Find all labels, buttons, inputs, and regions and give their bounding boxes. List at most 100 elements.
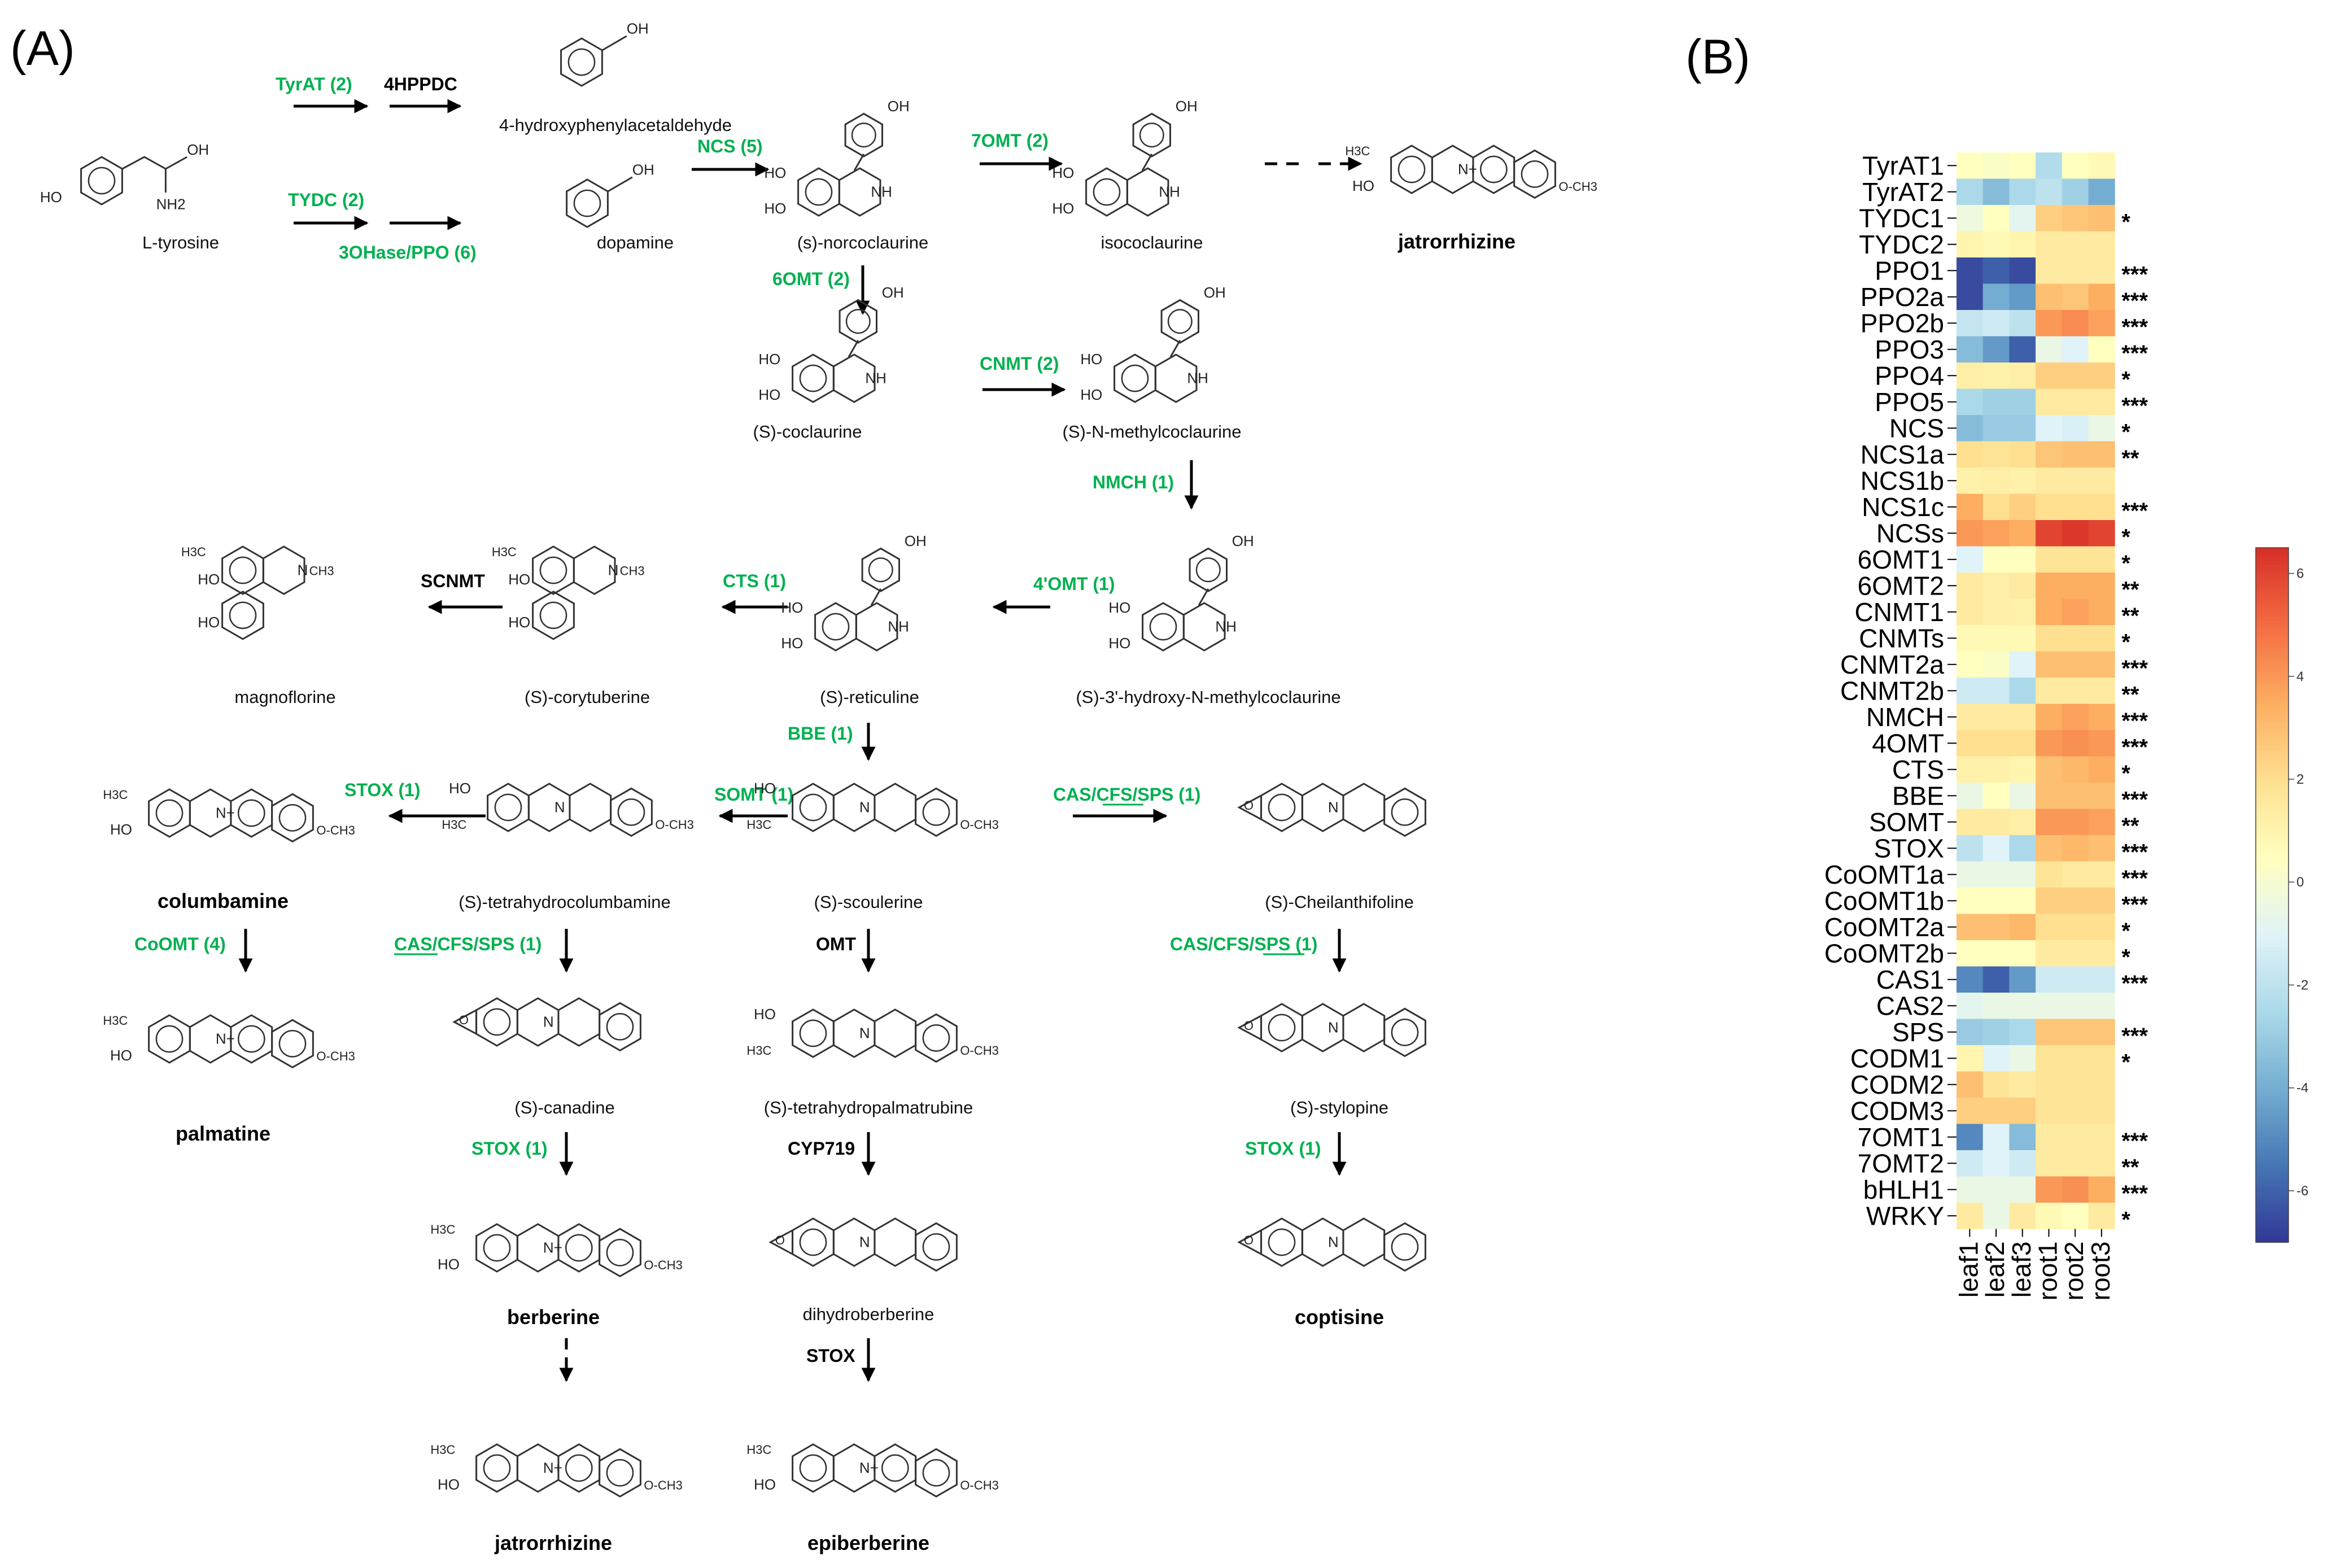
heatmap-cell-CNMT1-root3 — [2088, 599, 2115, 626]
heatmap-cell-TyrAT2-leaf1 — [1957, 178, 1984, 206]
colorbar-segment — [2256, 739, 2289, 743]
heatmap-cell-SOMT-root2 — [2062, 809, 2089, 836]
colorbar-segment — [2256, 586, 2289, 590]
heatmap-cell-BBE-leaf2 — [1982, 783, 2010, 809]
colorbar-segment — [2256, 794, 2289, 798]
heatmap-cell-NCS1c-root3 — [2088, 493, 2115, 521]
gene-label-CODM1: CODM1 — [1850, 1043, 1944, 1073]
colorbar-segment — [2256, 1159, 2289, 1163]
colorbar-segment — [2256, 1096, 2289, 1100]
gene-label-6OMT1: 6OMT1 — [1858, 545, 1944, 574]
epiberberine-n-atom: N+ — [859, 1459, 879, 1476]
compound-label-hnmc: (S)-3'-hydroxy-N-methylcoclaurine — [1076, 687, 1340, 707]
compound-label-cheil: (S)-Cheilanthifoline — [1265, 892, 1414, 912]
colorbar-segment — [2256, 1173, 2289, 1177]
colorbar-segment — [2256, 902, 2289, 906]
colorbar-segment — [2256, 836, 2289, 840]
colorbar-segment — [2256, 1058, 2289, 1063]
berberine-ho-atom: HO — [438, 1256, 460, 1273]
gene-label-STOX: STOX — [1874, 833, 1944, 863]
gene-label-CoOMT1a: CoOMT1a — [1824, 860, 1945, 889]
heatmap-cell-PPO5-root2 — [2062, 388, 2089, 416]
heatmap-cell-CAS2-root3 — [2088, 993, 2115, 1019]
gene-label-CNMT2a: CNMT2a — [1840, 650, 1944, 679]
colorbar-segment — [2256, 745, 2289, 750]
colorbar-segment — [2256, 1034, 2289, 1038]
heatmap-cell-NCS1a-leaf1 — [1957, 441, 1984, 468]
colorbar-segment — [2256, 1162, 2289, 1167]
colorbar-segment — [2256, 874, 2289, 879]
magnoflorine-ch3-atom: CH3 — [309, 564, 334, 578]
colorbar-segment — [2256, 1124, 2289, 1129]
significance-CoOMT2a: * — [2121, 919, 2130, 944]
significance-CoOMT1b: *** — [2121, 892, 2148, 917]
scoulerine-ho-atom: HO — [754, 780, 776, 797]
column-label-root3: root3 — [2086, 1242, 2115, 1301]
colorbar-segment — [2256, 770, 2289, 774]
colorbar-segment — [2256, 603, 2289, 608]
colorbar-segment — [2256, 801, 2289, 806]
heatmap-cell-CAS2-root1 — [2036, 993, 2063, 1019]
gene-label-NCS1c: NCS1c — [1862, 492, 1944, 522]
heatmap-cell-CNMT2b-leaf2 — [1982, 678, 2010, 704]
heatmap-cell-BBE-leaf1 — [1957, 783, 1984, 809]
colorbar-segment — [2256, 1235, 2289, 1239]
heatmap-cell-NCS1b-leaf3 — [2009, 468, 2036, 494]
heatmap-cell-CoOMT2b-root2 — [2062, 940, 2089, 967]
colorbar-segment — [2256, 1225, 2289, 1229]
compound-label-berb: berberine — [507, 1305, 600, 1329]
gene-label-TYDC2: TYDC2 — [1859, 230, 1944, 259]
colorbar-segment — [2256, 1228, 2289, 1233]
gene-label-BBE: BBE — [1892, 781, 1944, 810]
heatmap-cell-CoOMT1b-root3 — [2088, 888, 2115, 914]
heatmap-cell-PPO1-leaf3 — [2009, 257, 2036, 284]
heatmap-cell-CoOMT2b-leaf3 — [2009, 940, 2036, 967]
heatmap-cell-CoOMT2a-root1 — [2036, 914, 2063, 941]
significance-6OMT2: ** — [2121, 577, 2139, 602]
colorbar-segment — [2256, 676, 2289, 680]
gene-label-CODM3: CODM3 — [1850, 1096, 1944, 1125]
heatmap-cell-6OMT2-root2 — [2062, 573, 2089, 599]
column-label-leaf1: leaf1 — [1954, 1242, 1983, 1298]
colorbar-segment — [2256, 548, 2289, 552]
colorbar-segment — [2256, 989, 2289, 993]
heatmap-cell-SPS-leaf1 — [1957, 1019, 1984, 1046]
heatmap-cell-PPO3-leaf2 — [1982, 336, 2010, 363]
heatmap-cell-TYDC1-leaf3 — [2009, 205, 2036, 232]
gene-label-TyrAT2: TyrAT2 — [1862, 177, 1944, 207]
colorbar-segment — [2256, 554, 2289, 559]
heatmap-cell-TYDC2-leaf1 — [1957, 231, 1984, 258]
heatmap-cell-CNMT2b-leaf3 — [2009, 678, 2036, 704]
heatmap-cell-CODM2-root1 — [2036, 1071, 2063, 1098]
l-tyrosine-nh2-atom: NH2 — [156, 195, 186, 212]
tetrahydropalmatrubine-n-atom: N — [859, 1024, 870, 1041]
gene-label-7OMT2: 7OMT2 — [1858, 1148, 1944, 1178]
colorbar-segment — [2256, 662, 2289, 667]
heatmap-cell-4OMT-root3 — [2088, 730, 2115, 757]
heatmap-cell-PPO4-root2 — [2062, 362, 2089, 389]
heatmap-cell-CoOMT1a-leaf1 — [1957, 861, 1984, 888]
tetrahydropalmatrubine-h3c-atom: H3C — [746, 1043, 771, 1058]
scoulerine-n-atom: N — [859, 798, 870, 815]
jatrorrhizine-2-och3-atom: O-CH3 — [644, 1478, 682, 1492]
colorbar-segment — [2256, 947, 2289, 951]
gene-label-NCS1a: NCS1a — [1861, 440, 1945, 469]
magnoflorine-ho2-atom: HO — [198, 614, 220, 631]
colorbar-segment — [2256, 971, 2289, 976]
l-tyrosine-ho-atom: HO — [40, 189, 62, 206]
colorbar-segment — [2256, 1193, 2289, 1198]
colorbar-segment — [2256, 860, 2289, 864]
heatmap-cell-NCS1a-root2 — [2062, 441, 2089, 468]
heatmap-cell-6OMT1-leaf1 — [1957, 546, 1984, 573]
colorbar-segment — [2256, 929, 2289, 934]
heatmap-cell-NCS1c-leaf1 — [1957, 493, 1984, 521]
colorbar-segment — [2256, 1204, 2289, 1208]
heatmap-cell-7OMT1-root1 — [2036, 1124, 2063, 1151]
heatmap-cell-TyrAT2-root1 — [2036, 178, 2063, 206]
heatmap-cell-PPO1-root2 — [2062, 257, 2089, 284]
heatmap-cell-CAS1-root2 — [2062, 966, 2089, 993]
heatmap-cell-CNMT2a-leaf2 — [1982, 651, 2010, 678]
